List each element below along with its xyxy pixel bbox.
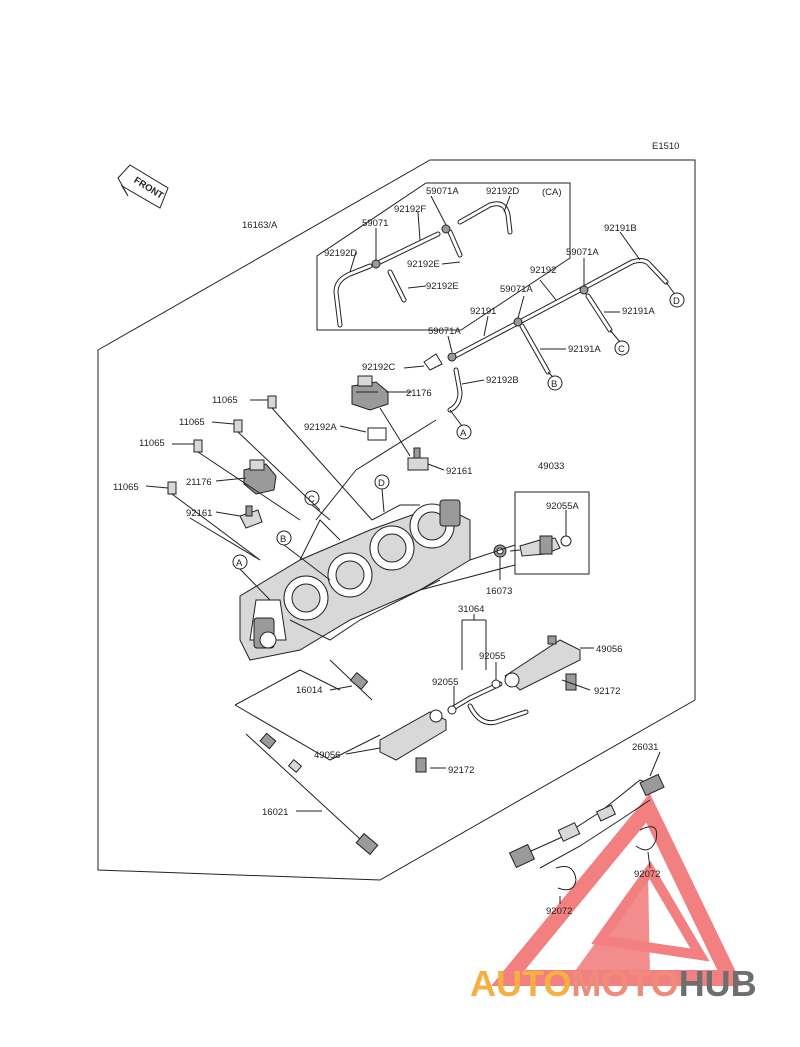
svg-text:92172: 92172: [594, 686, 620, 697]
svg-text:31064: 31064: [458, 604, 484, 615]
watermark-logo: AUTOMOTOHUB: [470, 963, 757, 1004]
svg-text:49056: 49056: [314, 750, 340, 761]
throttle-cable-16021: [245, 732, 379, 856]
svg-text:AUTOMOTOHUB: AUTOMOTOHUB: [470, 963, 757, 1004]
screws-11065: [167, 395, 373, 561]
svg-text:92192C: 92192C: [362, 362, 395, 373]
svg-text:92055A: 92055A: [546, 501, 579, 512]
callout-b-top: [547, 375, 563, 391]
svg-text:92172: 92172: [448, 765, 474, 776]
svg-text:92191A: 92191A: [622, 306, 655, 317]
svg-text:92191A: 92191A: [568, 344, 601, 355]
cap-lower: [239, 505, 263, 529]
svg-text:92192F: 92192F: [394, 204, 426, 215]
svg-text:D: D: [673, 296, 680, 307]
svg-text:92192E: 92192E: [407, 259, 440, 270]
throttle-body-assembly: [239, 499, 471, 661]
lower-subgroup-line: [234, 704, 381, 761]
svg-text:11065: 11065: [212, 395, 238, 406]
svg-text:D: D: [378, 478, 385, 489]
label-16163a: 16163/A: [242, 220, 278, 231]
cap-upper: [407, 447, 429, 471]
pressure-sensor-upper: [351, 375, 402, 411]
watermark-hub: HUB: [679, 963, 757, 1004]
svg-text:59071: 59071: [362, 218, 388, 229]
svg-text:11065: 11065: [139, 438, 165, 449]
svg-text:92192E: 92192E: [426, 281, 459, 292]
svg-text:59071A: 59071A: [566, 247, 599, 258]
svg-text:C: C: [618, 344, 625, 355]
svg-text:92192D: 92192D: [324, 248, 357, 259]
svg-text:26031: 26031: [632, 742, 658, 753]
diagram-code: E1510: [652, 141, 679, 152]
callout-a-top: [456, 424, 472, 440]
assembly-outline: [97, 159, 696, 881]
svg-text:B: B: [551, 379, 557, 390]
svg-text:92055: 92055: [432, 677, 458, 688]
watermark-moto: MOTO: [571, 963, 678, 1004]
svg-text:59071A: 59071A: [426, 186, 459, 197]
sensor-16014: [329, 659, 373, 701]
svg-text:92072: 92072: [634, 869, 660, 880]
svg-text:92192B: 92192B: [486, 375, 519, 386]
svg-text:59071A: 59071A: [500, 284, 533, 295]
svg-text:59071A: 59071A: [428, 326, 461, 337]
main-hose-assembly: [367, 258, 669, 441]
svg-text:49033: 49033: [538, 461, 564, 472]
svg-text:92192: 92192: [530, 265, 556, 276]
svg-text:21176: 21176: [186, 477, 212, 488]
watermark-triangle: [491, 793, 743, 986]
fuel-rail-right: [504, 635, 594, 691]
svg-text:92161: 92161: [186, 508, 212, 519]
ca-hose-assembly: [333, 201, 513, 328]
svg-text:92055: 92055: [479, 651, 505, 662]
fuel-pipe-31064: [447, 614, 529, 726]
injector-subgroup-box: [514, 491, 590, 575]
callout-c-top: [614, 340, 630, 356]
svg-text:C: C: [308, 494, 315, 505]
svg-text:11065: 11065: [113, 482, 139, 493]
fuel-rail-left: [345, 709, 447, 773]
callout-d-top: [669, 292, 685, 308]
watermark-auto: AUTO: [470, 963, 571, 1004]
svg-text:92191: 92191: [470, 306, 496, 317]
svg-text:16021: 16021: [262, 807, 288, 818]
svg-text:11065: 11065: [179, 417, 205, 428]
injector-group: [419, 510, 572, 591]
svg-text:92191B: 92191B: [604, 223, 637, 234]
svg-text:92192A: 92192A: [304, 422, 337, 433]
pressure-sensor-lower: [243, 459, 277, 495]
front-arrow-icon: FRONT: [117, 164, 169, 209]
part-labels: 16163/A 59071A 92192D 92192F 59071 92192…: [113, 186, 660, 917]
variant-label: (CA): [542, 187, 562, 198]
svg-text:A: A: [236, 558, 243, 569]
svg-text:21176: 21176: [406, 388, 432, 399]
svg-text:16073: 16073: [486, 586, 512, 597]
wiring-harness-26031: [508, 751, 665, 904]
svg-text:A: A: [460, 428, 467, 439]
svg-text:92161: 92161: [446, 466, 472, 477]
svg-text:92192D: 92192D: [486, 186, 519, 197]
svg-text:16014: 16014: [296, 685, 322, 696]
svg-text:49056: 49056: [596, 644, 622, 655]
svg-text:B: B: [280, 534, 286, 545]
ca-hose-subgroup-box: [316, 182, 571, 331]
svg-text:92072: 92072: [546, 906, 572, 917]
